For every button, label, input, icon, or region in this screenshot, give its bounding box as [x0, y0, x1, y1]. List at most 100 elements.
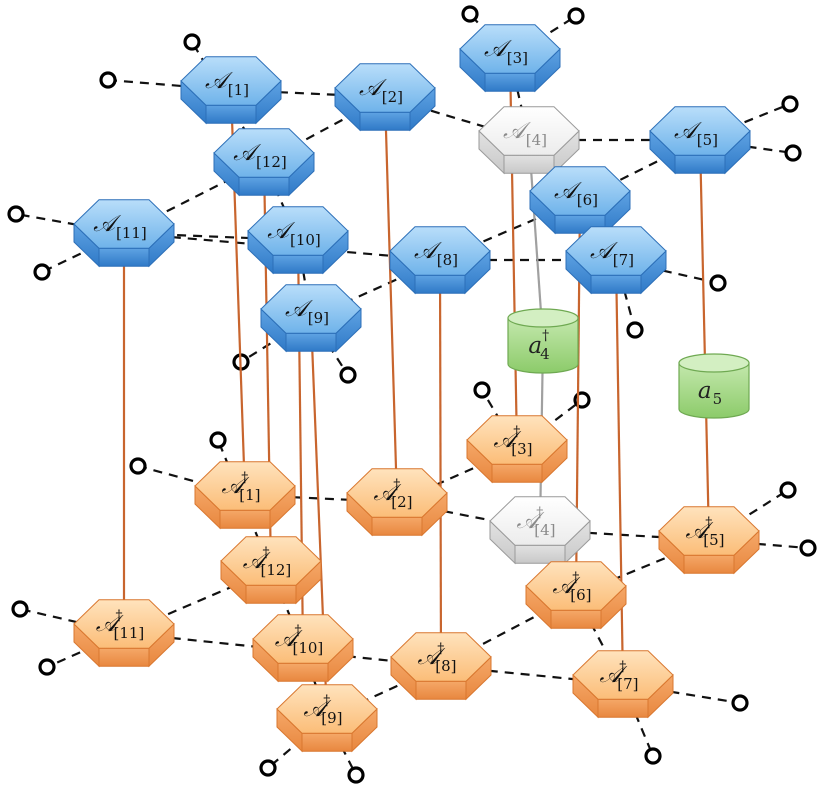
tensor-u10: 𝒜[10]	[247, 206, 349, 275]
tensor-label: 𝒜[5]	[674, 118, 718, 149]
tensor-side-face	[683, 554, 735, 574]
tensor-u1: 𝒜[1]	[180, 56, 282, 125]
operator-op5: a5	[678, 353, 750, 419]
tensor-label: 𝒜†[10]	[275, 623, 324, 657]
tensor-label: 𝒜[4]	[503, 118, 547, 149]
tensor-u4: 𝒜[4]	[478, 106, 580, 175]
tensor-side-face	[359, 111, 411, 131]
tensor-label: 𝒜†[12]	[243, 545, 292, 579]
tensor-label: 𝒜†[6]	[552, 570, 591, 604]
open-leg-circle	[11, 600, 29, 618]
tensor-top-face	[220, 536, 322, 586]
tensor-side-face	[414, 274, 466, 294]
open-leg-circle	[209, 431, 227, 449]
tensor-side-face	[674, 154, 726, 174]
operator-cylinder-top	[678, 353, 750, 373]
open-leg-circle	[473, 381, 491, 399]
virtual-bond-dashed	[123, 631, 442, 668]
physical-bond-vertical	[698, 139, 711, 541]
virtual-bond-dashed	[621, 683, 655, 757]
tensor-top-face	[389, 226, 491, 276]
open-leg-layer	[7, 5, 817, 784]
open-leg-circle	[644, 747, 662, 765]
tensor-top-face	[73, 199, 175, 249]
tensor-top-face	[572, 650, 674, 700]
tensor-top-face	[478, 106, 580, 156]
tensor-side-face	[503, 154, 555, 174]
vertical-bond-layer	[122, 57, 711, 719]
open-leg-circle	[779, 481, 797, 499]
tensor-label: 𝒜†[3]	[493, 424, 532, 458]
open-leg-circle	[709, 274, 727, 292]
tensor-side-face	[371, 516, 423, 536]
tensor-u8: 𝒜[8]	[389, 226, 491, 295]
physical-bond-vertical	[438, 259, 443, 667]
tensor-l11: 𝒜†[11]	[73, 599, 175, 668]
tensor-label: 𝒜[12]	[233, 140, 287, 171]
tensor-side-face	[238, 176, 290, 196]
tensor-side-face	[277, 662, 329, 682]
open-leg-circle	[799, 539, 817, 557]
tensor-l8: 𝒜†[8]	[390, 632, 492, 701]
tensor-side-face	[597, 698, 649, 718]
virtual-bond-dashed	[301, 647, 329, 719]
operator-layer: a†4 a5	[507, 308, 750, 419]
tensor-top-face	[213, 128, 315, 178]
tensor-top-face	[525, 561, 627, 611]
tensor-top-face	[489, 496, 591, 546]
virtual-bond-dashed	[137, 464, 246, 497]
tensor-l1: 𝒜†[1]	[194, 461, 296, 530]
tensor-u3: 𝒜[3]	[459, 24, 561, 93]
tensor-label: 𝒜†[9]	[303, 693, 342, 727]
tensor-side-face	[590, 274, 642, 294]
operator-op4: a†4	[507, 308, 579, 374]
tensor-side-face	[205, 104, 257, 124]
tensor-side-face	[484, 72, 536, 92]
tensor-side-face	[98, 247, 150, 267]
operator-cylinder-body	[507, 317, 579, 374]
tensor-side-face	[550, 609, 602, 629]
open-leg-circle	[461, 5, 479, 23]
open-leg-circle	[731, 694, 749, 712]
tensor-top-face	[346, 468, 448, 518]
tensor-u7: 𝒜[7]	[565, 226, 667, 295]
open-leg-circle	[567, 7, 585, 25]
operator-cylinder-body	[678, 362, 750, 419]
tensor-top-face	[252, 614, 354, 664]
operator-cylinder-top	[507, 308, 579, 328]
tensor-top-face	[180, 56, 282, 106]
tensor-label: 𝒜[3]	[484, 36, 528, 67]
tensor-top-face	[194, 461, 296, 511]
virtual-bond-dashed	[240, 317, 312, 363]
open-leg-circle	[781, 95, 799, 113]
tensor-top-face	[334, 63, 436, 113]
tensor-l10: 𝒜†[10]	[252, 614, 354, 683]
tensor-label: 𝒜†[1]	[221, 470, 260, 504]
tensor-top-face	[73, 599, 175, 649]
open-leg-circle	[183, 33, 201, 51]
tensor-l5: 𝒜†[5]	[658, 506, 760, 575]
tensor-u11: 𝒜[11]	[73, 199, 175, 268]
tensor-side-face	[514, 544, 566, 564]
tensor-l2: 𝒜†[2]	[346, 468, 448, 537]
tensor-l12: 𝒜†[12]	[220, 536, 322, 605]
tensor-top-face	[658, 506, 760, 556]
open-leg-circle	[339, 366, 357, 384]
open-leg-circle	[259, 759, 277, 777]
tensor-label: 𝒜†[7]	[599, 659, 638, 693]
tensor-side-face	[98, 647, 150, 667]
tensor-top-face	[390, 632, 492, 682]
tensor-label: 𝒜†[2]	[373, 477, 412, 511]
open-leg-circle	[7, 205, 25, 223]
tensor-label: 𝒜†[5]	[685, 515, 724, 549]
tensor-label: 𝒜†[4]	[516, 505, 555, 539]
tensor-label: 𝒜[11]	[93, 211, 147, 242]
open-leg-circle	[129, 457, 147, 475]
upper-layer-tensors: 𝒜[3]𝒜[4]𝒜[5]𝒜[2]𝒜[1]𝒜[6]𝒜[12]𝒜[11]𝒜[10]𝒜…	[73, 24, 751, 353]
tensor-side-face	[491, 463, 543, 483]
tensor-top-face	[459, 24, 561, 74]
open-leg-circle	[99, 71, 117, 89]
physical-bond-vertical	[383, 96, 399, 503]
tensor-top-face	[247, 206, 349, 256]
